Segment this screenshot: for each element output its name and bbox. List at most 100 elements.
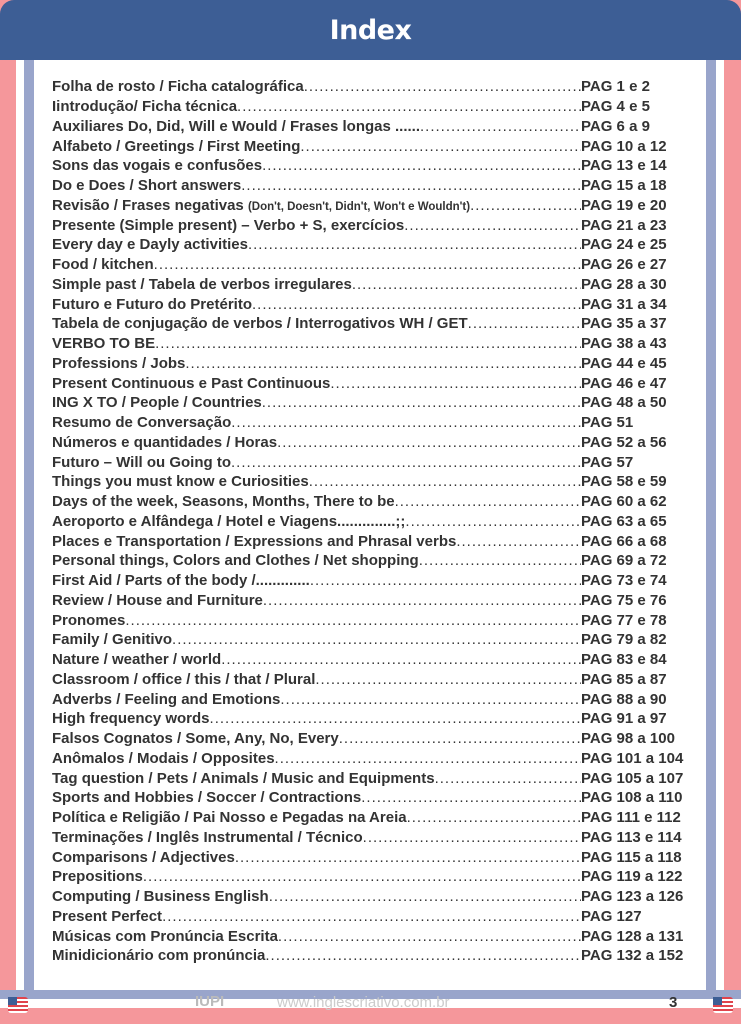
entry-label: Folha de rosto / Ficha catalográfica: [52, 78, 304, 96]
index-entry: Minidicionário com pronúncia............…: [52, 946, 702, 966]
entry-page: PAG 123 a 126: [581, 888, 684, 906]
index-entry: Tabela de conjugação de verbos / Interro…: [52, 314, 702, 334]
index-entry: Family / Genitivo.......................…: [52, 630, 702, 650]
left-blue-border: [24, 0, 34, 1024]
entry-leader: Auxiliares Do, Did, Will e Would / Frase…: [52, 118, 581, 135]
entry-title: Auxiliares Do, Did, Will e Would / Frase…: [52, 118, 420, 135]
entry-leader: Comparisons / Adjectives................…: [52, 849, 581, 866]
entry-leader: High frequency words....................…: [52, 710, 581, 727]
entry-label: Aeroporto e Alfândega / Hotel e Viagens.…: [52, 512, 406, 530]
entry-leader: Números e quantidades / Horas...........…: [52, 434, 581, 451]
entry-page: PAG 19 e 20: [581, 196, 667, 214]
dot-leader: ........................................…: [172, 631, 581, 649]
page-title: Index: [329, 14, 412, 46]
entry-title: Números e quantidades / Horas: [52, 434, 277, 451]
entry-title: Músicas com Pronúncia Escrita: [52, 928, 278, 945]
entry-leader: Futuro – Will ou Going to...............…: [52, 454, 581, 471]
entry-label: Classroom / office / this / that / Plura…: [52, 670, 316, 688]
entry-page: PAG 6 a 9: [581, 117, 650, 135]
index-entry: Futuro e Futuro do Pretérito............…: [52, 294, 702, 314]
entry-page: PAG 52 a 56: [581, 433, 667, 451]
index-entry: ING X TO / People / Countries...........…: [52, 393, 702, 413]
entry-page: PAG 24 e 25: [581, 236, 667, 254]
index-entry: Days of the week, Seasons, Months, There…: [52, 492, 702, 512]
entry-title: Revisão / Frases negativas (Don't, Doesn…: [52, 197, 470, 214]
entry-page: PAG 75 e 76: [581, 591, 667, 609]
dot-leader: ........................................…: [351, 275, 581, 293]
entry-page: PAG 57: [581, 453, 634, 471]
dot-leader: ........................................…: [262, 157, 581, 175]
dot-leader: ........................................…: [265, 947, 581, 965]
entry-title: Adverbs / Feeling and Emotions: [52, 691, 280, 708]
entry-leader: VERBO TO BE.............................…: [52, 335, 581, 352]
left-red-border: [0, 0, 16, 1024]
entry-title: Computing / Business English: [52, 888, 269, 905]
dot-leader: ........................................…: [434, 769, 581, 787]
entry-page: PAG 127: [581, 907, 642, 925]
entry-leader: Days of the week, Seasons, Months, There…: [52, 493, 581, 510]
index-entry: Professions / Jobs......................…: [52, 354, 702, 374]
entry-leader: Present Perfect.........................…: [52, 908, 581, 925]
entry-label: Do e Does / Short answers: [52, 177, 242, 195]
entry-leader: Professions / Jobs......................…: [52, 355, 581, 372]
index-list: Folha de rosto / Ficha catalográfica....…: [52, 77, 702, 966]
entry-title: Futuro – Will ou Going to: [52, 454, 231, 471]
entry-page: PAG 83 e 84: [581, 651, 667, 669]
entry-page: PAG 132 a 152: [581, 947, 684, 965]
entry-page: PAG 128 a 131: [581, 927, 684, 945]
dot-leader: ........................................…: [394, 493, 581, 511]
entry-label: Sports and Hobbies / Soccer / Contractio…: [52, 789, 362, 807]
entry-label: Food / kitchen: [52, 256, 154, 274]
entry-page: PAG 73 e 74: [581, 572, 667, 590]
entry-label: Places e Transportation / Expressions an…: [52, 532, 457, 550]
entry-leader: Simple past / Tabela de verbos irregular…: [52, 276, 581, 293]
entry-title: Política e Religião / Pai Nosso e Pegada…: [52, 809, 407, 826]
entry-label: Músicas com Pronúncia Escrita: [52, 927, 278, 945]
index-entry: VERBO TO BE.............................…: [52, 334, 702, 354]
index-entry: Every day e Dayly activities............…: [52, 235, 702, 255]
entry-leader: Política e Religião / Pai Nosso e Pegada…: [52, 809, 581, 826]
entry-label: Minidicionário com pronúncia: [52, 947, 266, 965]
entry-label: Futuro – Will ou Going to: [52, 453, 231, 471]
entry-page: PAG 26 e 27: [581, 256, 667, 274]
entry-leader: Computing / Business English............…: [52, 888, 581, 905]
entry-leader: Family / Genitivo.......................…: [52, 631, 581, 648]
index-entry: Pronomes................................…: [52, 610, 702, 630]
entry-label: Futuro e Futuro do Pretérito: [52, 295, 252, 313]
entry-page: PAG 21 a 23: [581, 216, 667, 234]
entry-page: PAG 115 a 118: [581, 848, 682, 866]
entry-page: PAG 38 a 43: [581, 335, 667, 353]
dot-leader: ........................................…: [261, 394, 581, 412]
entry-title: Alfabeto / Greetings / First Meeting: [52, 138, 300, 155]
entry-label: Sons das vogais e confusões: [52, 157, 263, 175]
right-blue-border: [706, 0, 716, 1024]
entry-page: PAG 4 e 5: [581, 98, 650, 116]
entry-title: Present Continuous e Past Continuous: [52, 375, 330, 392]
dot-leader: ........................................…: [153, 256, 581, 274]
entry-leader: Review / House and Furniture............…: [52, 592, 581, 609]
entry-title: ING X TO / People / Countries: [52, 394, 262, 411]
entry-title: Comparisons / Adjectives: [52, 849, 235, 866]
dot-leader: ........................................…: [277, 433, 581, 451]
dot-leader: ........................................…: [125, 611, 581, 629]
entry-title: Review / House and Furniture: [52, 592, 263, 609]
entry-page: PAG 98 a 100: [581, 730, 675, 748]
entry-label: Anômalos / Modais / Opposites: [52, 749, 275, 767]
dot-leader: ........................................…: [405, 512, 581, 530]
entry-page: PAG 60 a 62: [581, 493, 667, 511]
dot-leader: ........................................…: [209, 710, 581, 728]
entry-label: VERBO TO BE: [52, 335, 156, 353]
entry-leader: Food / kitchen..........................…: [52, 256, 581, 273]
entry-leader: Terminações / Inglês Instrumental / Técn…: [52, 829, 581, 846]
entry-title: Personal things, Colors and Clothes / Ne…: [52, 552, 419, 569]
dot-leader: ........................................…: [252, 295, 581, 313]
entry-label: Present Perfect: [52, 907, 163, 925]
entry-title: Every day e Dayly activities: [52, 236, 248, 253]
entry-title: VERBO TO BE: [52, 335, 155, 352]
entry-page: PAG 35 a 37: [581, 315, 667, 333]
entry-page: PAG 44 e 45: [581, 354, 667, 372]
entry-title: Prepositions: [52, 868, 143, 885]
index-entry: Sports and Hobbies / Soccer / Contractio…: [52, 788, 702, 808]
entry-title: Anômalos / Modais / Opposites: [52, 750, 275, 767]
index-entry: First Aid / Parts of the body /.........…: [52, 571, 702, 591]
